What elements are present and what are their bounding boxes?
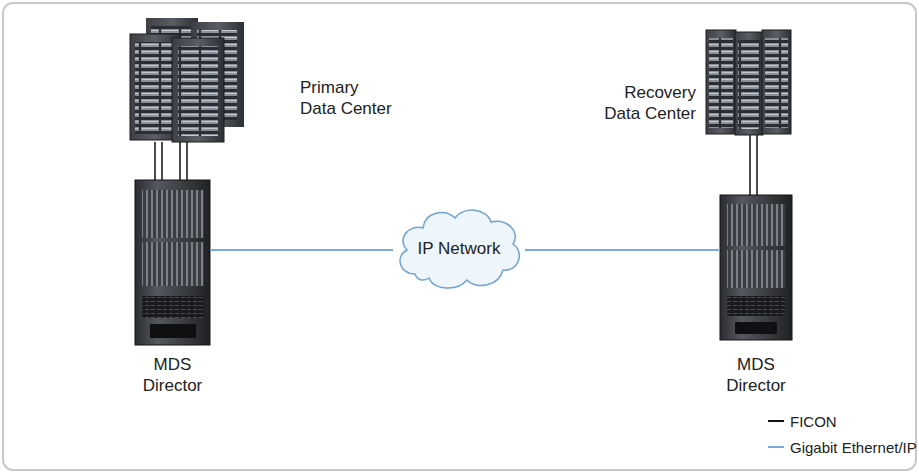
node-label: IP Network bbox=[418, 238, 501, 259]
legend: FICON Gigabit Ethernet/IP bbox=[768, 408, 917, 460]
legend-item: Gigabit Ethernet/IP bbox=[768, 434, 917, 460]
data-center: Primary Data Center bbox=[130, 15, 245, 142]
director-chassis bbox=[135, 180, 210, 345]
node-label: MDS Director bbox=[708, 354, 804, 396]
ficon-link bbox=[161, 142, 163, 180]
legend-text: Gigabit Ethernet/IP bbox=[790, 439, 917, 456]
legend-line bbox=[768, 442, 784, 452]
ficon-link bbox=[756, 135, 758, 195]
node-label: MDS Director bbox=[125, 354, 221, 396]
network-cloud: IP Network bbox=[393, 204, 525, 292]
ficon-link bbox=[186, 142, 188, 180]
node-label: Primary Data Center bbox=[300, 77, 396, 119]
director-switch: MDS Director bbox=[720, 195, 792, 340]
director-chassis bbox=[720, 195, 792, 340]
server-racks bbox=[706, 30, 791, 135]
data-center: Recovery Data Center bbox=[705, 30, 792, 135]
ficon-link bbox=[749, 135, 751, 195]
legend-item: FICON bbox=[768, 408, 917, 434]
director-switch: MDS Director bbox=[135, 180, 210, 345]
ip-link bbox=[525, 249, 720, 251]
ficon-link bbox=[179, 142, 181, 180]
server-racks bbox=[130, 18, 244, 142]
ip-link bbox=[210, 249, 393, 251]
node-label: Recovery Data Center bbox=[600, 82, 696, 124]
legend-line bbox=[768, 416, 784, 426]
ficon-link bbox=[154, 142, 156, 180]
legend-text: FICON bbox=[790, 413, 837, 430]
